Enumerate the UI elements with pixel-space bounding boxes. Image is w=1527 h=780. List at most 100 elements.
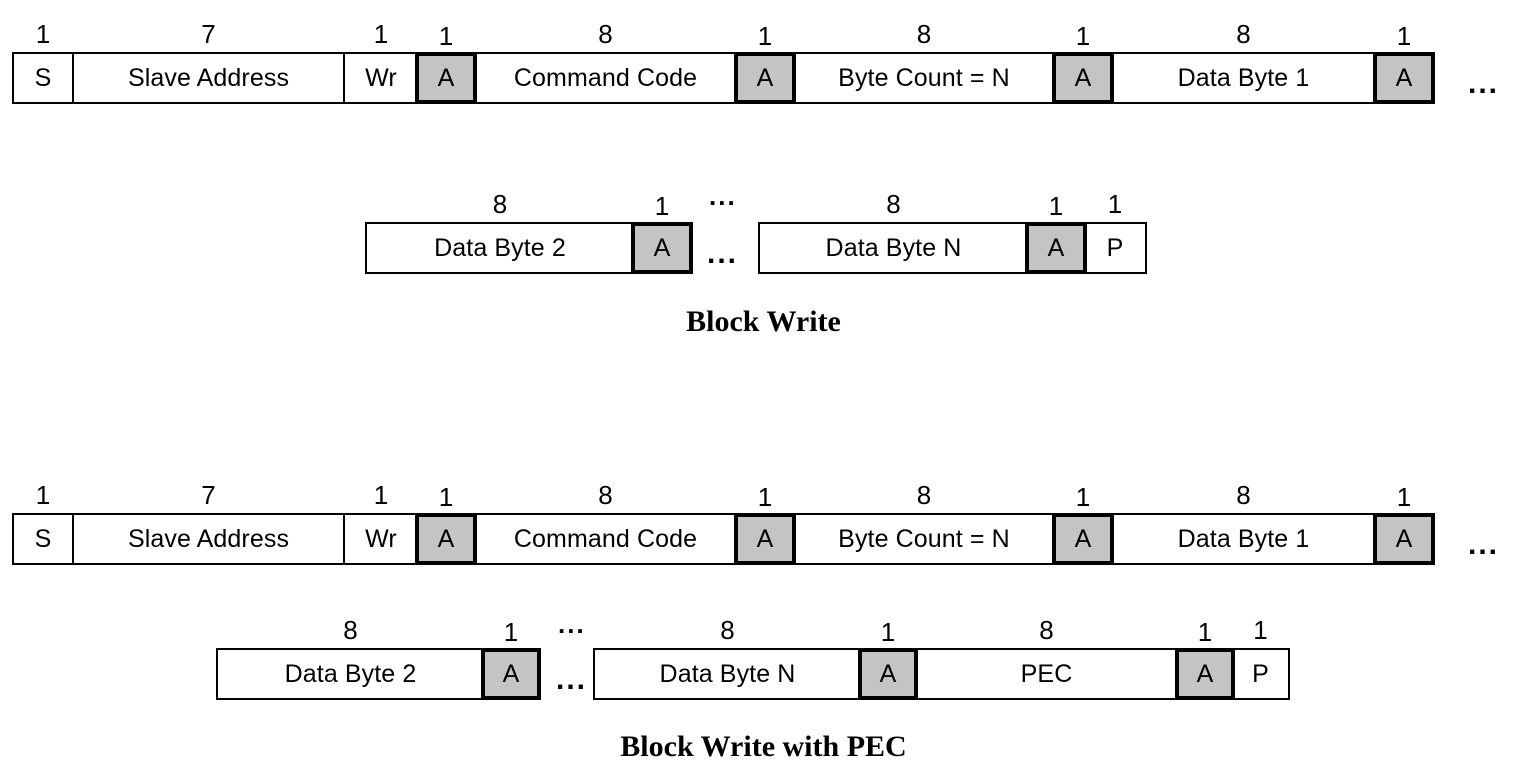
bit-width-label: 8	[720, 615, 735, 645]
field-command-code: 8 Command Code	[473, 482, 738, 565]
field-label: P	[1252, 659, 1269, 688]
field-label: PEC	[1020, 659, 1073, 688]
bit-width-label: 8	[1039, 615, 1054, 645]
block-write-row-2b: 8 Data Byte N 1 A 1 P	[758, 191, 1147, 274]
bit-width-label: 8	[886, 189, 901, 219]
row-trailing-ellipsis: ...	[1468, 67, 1500, 100]
field-ack-2: 1 A	[734, 484, 796, 565]
bit-width-label: 7	[201, 480, 216, 510]
bit-width-label: 1	[1075, 482, 1091, 512]
field-label: A	[502, 659, 520, 688]
field-write-bit: 1 Wr	[343, 482, 419, 565]
row-trailing-ellipsis: ...	[1468, 528, 1500, 561]
field-start: 1 S	[12, 21, 74, 104]
field-ack-5: 1 A	[481, 619, 541, 700]
bit-width-label: 8	[916, 19, 932, 49]
field-label: Command Code	[513, 524, 698, 553]
field-label: A	[437, 524, 455, 553]
field-label: A	[1047, 233, 1065, 262]
bit-width-label: 1	[438, 482, 454, 512]
field-ack-2: 1 A	[734, 23, 796, 104]
field-label: A	[437, 63, 455, 92]
field-byte-count: 8 Byte Count = N	[792, 21, 1056, 104]
field-label: A	[756, 63, 774, 92]
bit-width-label: 1	[757, 21, 773, 51]
field-data-byte-n: 8 Data Byte N	[593, 617, 862, 700]
bit-width-label: 1	[35, 480, 51, 510]
field-label: P	[1106, 233, 1124, 262]
row-inner-ellipsis-top: ...	[709, 181, 737, 211]
field-data-byte-n: 8 Data Byte N	[758, 191, 1029, 274]
field-ack-6: 1 A	[1025, 193, 1087, 274]
field-label: A	[1074, 524, 1092, 553]
field-slave-address: 7 Slave Address	[72, 482, 345, 565]
field-label: Command Code	[513, 63, 698, 92]
bit-width-label: 8	[598, 480, 613, 510]
field-ack-7: 1 A	[1175, 619, 1235, 700]
field-ack-4: 1 A	[1373, 23, 1435, 104]
bit-width-label: 1	[373, 19, 389, 49]
row-inner-ellipsis: ...	[707, 237, 739, 270]
field-label: Byte Count = N	[838, 63, 1010, 92]
field-ack-6: 1 A	[858, 619, 918, 700]
row-inner-ellipsis: ...	[556, 663, 588, 696]
bit-width-label: 7	[201, 19, 216, 49]
bit-width-label: 1	[757, 482, 773, 512]
bit-width-label: 1	[654, 191, 670, 221]
field-label: Data Byte 1	[1177, 63, 1310, 92]
field-ack-3: 1 A	[1052, 484, 1114, 565]
bit-width-label: 8	[492, 189, 508, 219]
field-label: A	[1395, 524, 1413, 553]
bit-width-label: 8	[916, 480, 932, 510]
bit-width-label: 1	[503, 617, 519, 647]
field-label: A	[653, 233, 671, 262]
bit-width-label: 1	[438, 21, 454, 51]
bit-width-label: 1	[880, 617, 896, 647]
bit-width-label: 1	[1048, 191, 1064, 221]
field-label: Slave Address	[127, 524, 290, 553]
field-slave-address: 7 Slave Address	[72, 21, 345, 104]
caption-block-write: Block Write	[686, 305, 841, 338]
bit-width-label: 1	[35, 19, 51, 49]
field-label: A	[756, 524, 774, 553]
field-label: Data Byte N	[825, 233, 962, 262]
field-ack-4: 1 A	[1373, 484, 1435, 565]
field-stop: 1 P	[1231, 617, 1290, 700]
row-inner-ellipsis-top: ...	[558, 609, 586, 639]
field-label: A	[1074, 63, 1092, 92]
bit-width-label: 8	[1236, 19, 1251, 49]
field-label: Slave Address	[127, 63, 290, 92]
field-label: Data Byte 2	[434, 233, 566, 262]
field-label: Wr	[365, 63, 397, 92]
field-byte-count: 8 Byte Count = N	[792, 482, 1056, 565]
field-stop: 1 P	[1083, 191, 1147, 274]
field-data-byte-1: 8 Data Byte 1	[1110, 21, 1377, 104]
field-ack-1: 1 A	[415, 484, 477, 565]
field-label: Byte Count = N	[838, 524, 1010, 553]
block-write-pec-row-1: 1 S 7 Slave Address 1 Wr 1 A 8 Command C…	[12, 482, 1435, 565]
field-pec: 8 PEC	[914, 617, 1179, 700]
bit-width-label: 8	[1236, 480, 1251, 510]
bit-width-label: 8	[343, 615, 358, 645]
field-start: 1 S	[12, 482, 74, 565]
field-data-byte-2: 8 Data Byte 2	[365, 191, 635, 274]
field-label: Data Byte 1	[1177, 524, 1310, 553]
field-label: A	[1196, 659, 1214, 688]
block-write-row-2: 8 Data Byte 2 1 A	[365, 191, 693, 274]
field-label: Wr	[365, 524, 397, 553]
bit-width-label: 1	[1197, 617, 1213, 647]
bit-width-label: 1	[373, 480, 389, 510]
field-label: A	[879, 659, 897, 688]
block-write-pec-row-2b: 8 Data Byte N 1 A 8 PEC 1 A 1 P	[593, 617, 1290, 700]
field-data-byte-2: 8 Data Byte 2	[216, 617, 485, 700]
field-label: S	[34, 63, 52, 92]
block-write-pec-row-2: 8 Data Byte 2 1 A	[216, 617, 541, 700]
bit-width-label: 1	[1075, 21, 1091, 51]
field-data-byte-1: 8 Data Byte 1	[1110, 482, 1377, 565]
bit-width-label: 1	[1253, 615, 1268, 645]
bit-width-label: 1	[1396, 482, 1412, 512]
field-label: Data Byte N	[659, 659, 796, 688]
block-write-row-1: 1 S 7 Slave Address 1 Wr 1 A 8 Command C…	[12, 21, 1435, 104]
bit-width-label: 8	[598, 19, 613, 49]
field-ack-3: 1 A	[1052, 23, 1114, 104]
